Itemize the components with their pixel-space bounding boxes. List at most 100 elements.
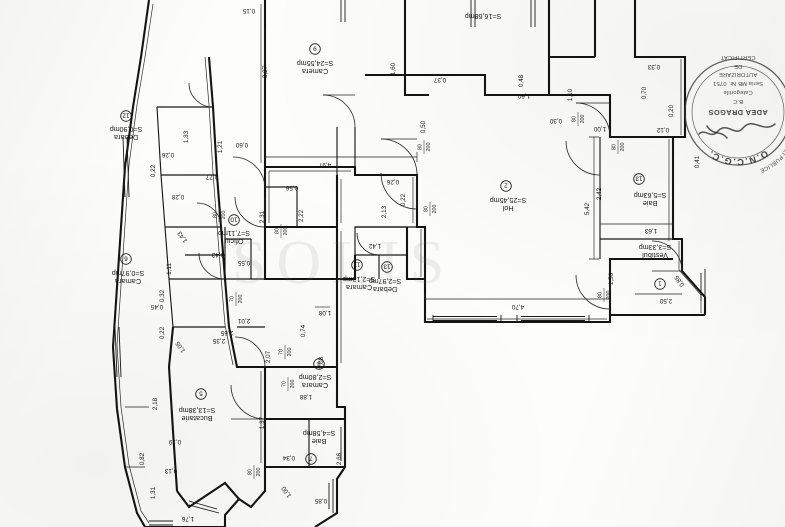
room-name: Debara <box>373 285 397 293</box>
door-width: 70 <box>279 349 285 355</box>
room-number-circle <box>351 259 363 271</box>
dimension-text: 2,50 <box>659 297 672 304</box>
dimension-text: 0,34 <box>282 454 295 461</box>
dimension-text: 1,08 <box>318 309 331 316</box>
room-name: Camara <box>346 283 372 291</box>
dimension-text: 1,31 <box>150 486 157 499</box>
dimension-text: 0,26 <box>161 151 174 158</box>
dimension-text: 2,18 <box>152 397 159 410</box>
room-number: 6 <box>124 255 128 262</box>
room-name: Hol <box>502 204 513 212</box>
room-area: S=2,13mp <box>343 275 376 283</box>
room-area: S=2,97mp <box>369 277 402 285</box>
dimension-text: 0,37 <box>433 76 446 83</box>
room-area: S=24,55mp <box>297 59 334 67</box>
room-number: 13 <box>383 263 391 270</box>
room-name: Camara <box>115 277 141 285</box>
door-height: 200 <box>606 291 612 300</box>
room-name: Oficiu <box>224 237 243 245</box>
dimension-text: 4,97 <box>318 161 331 168</box>
room-area: S=0,97mp <box>112 269 145 277</box>
room-number: 2 <box>504 182 508 189</box>
dimension-text: 1,21 <box>217 140 224 153</box>
room-name: Baie <box>312 437 327 445</box>
dimension-text: 1,63 <box>644 227 657 234</box>
room-number: 12 <box>122 112 130 119</box>
room-number: 8 <box>317 360 321 367</box>
dimension-text: 0,74 <box>300 324 307 337</box>
dimension-text: 1,56 <box>608 272 615 285</box>
room-name: Baie <box>643 199 658 207</box>
room-number: 13 <box>635 175 643 182</box>
room-number-circle <box>633 173 645 185</box>
dimension-text: 1,88 <box>299 393 312 400</box>
room-area: S=13,38mp <box>179 406 216 414</box>
room-number-circle <box>309 43 321 55</box>
dimension-text: 2,22 <box>298 209 305 222</box>
dimension-text: 0,50 <box>420 120 427 133</box>
door-width: 80 <box>572 116 578 122</box>
door-height: 200 <box>283 227 289 236</box>
dimension-text: 0,43 <box>211 251 224 258</box>
room-number: 5 <box>199 390 203 397</box>
dimension-text: 0,85 <box>314 497 327 504</box>
dimension-text: 2,65 <box>220 329 233 336</box>
room-number-circle <box>228 214 240 226</box>
dimension-text: 2,31 <box>259 210 266 223</box>
dimension-text: 2,66 <box>336 452 343 465</box>
room-number-circle <box>305 453 317 465</box>
dimension-text: 1,37 <box>259 416 266 429</box>
dimension-text: 1,42 <box>368 242 381 249</box>
dimension-text: 0,12 <box>656 126 669 133</box>
room-area: S=3,33mp <box>639 243 672 251</box>
room-area: S=2,80mp <box>299 373 332 381</box>
door-height: 200 <box>221 211 227 220</box>
dimension-text: 0,60 <box>235 141 248 148</box>
dimension-text: 4,70 <box>511 303 524 310</box>
room-area: S=25,45mp <box>490 196 527 204</box>
door-width: 80 <box>424 206 430 212</box>
dimension-text: 0,22 <box>159 326 166 339</box>
dimension-text: 2,35 <box>212 337 225 344</box>
dimension-text: 1,11 <box>166 263 173 275</box>
room-number-circle <box>654 278 666 290</box>
room-number-circle <box>500 180 512 192</box>
dimension-text: 0,55 <box>237 259 250 266</box>
room-number-circle <box>195 388 207 400</box>
door-width: 80 <box>213 212 219 218</box>
door-width: 80 <box>275 228 281 234</box>
room-number: 10 <box>230 216 238 223</box>
room-name: Debara <box>114 133 138 141</box>
door-height: 200 <box>620 143 626 152</box>
dimension-text: 1,60 <box>390 62 397 75</box>
dimension-text: 1,76 <box>181 515 194 522</box>
dimension-text: 0,19 <box>168 438 181 445</box>
room-name: Vestibul <box>642 251 668 259</box>
dimension-text: 0,45 <box>150 303 163 310</box>
room-number: 11 <box>353 261 360 268</box>
dimension-text: 2,42 <box>596 187 603 200</box>
